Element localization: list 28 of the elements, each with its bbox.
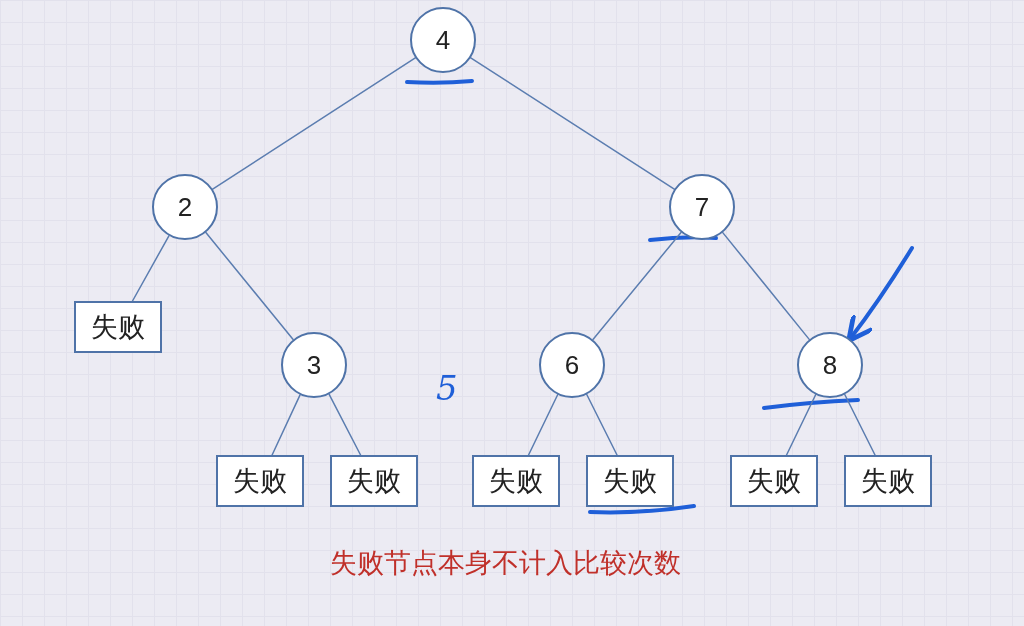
failure-node-box: 失败 <box>472 455 560 507</box>
failure-node-box: 失败 <box>216 455 304 507</box>
tree-node-circle: 7 <box>669 174 735 240</box>
connector-line <box>527 393 559 456</box>
connector-line <box>785 393 817 456</box>
handwritten-number: 5 <box>436 368 458 408</box>
tree-node-circle: 2 <box>152 174 218 240</box>
failure-node-box: 失败 <box>730 455 818 507</box>
tree-node-circle: 6 <box>539 332 605 398</box>
connector-line <box>271 394 301 456</box>
caption: 失败节点本身不计入比较次数 <box>328 546 682 580</box>
arrow <box>846 246 914 344</box>
connector-line <box>131 235 170 302</box>
failure-node-box: 失败 <box>586 455 674 507</box>
tree-node-circle: 3 <box>281 332 347 398</box>
connector-line <box>844 393 876 456</box>
connector-line <box>722 231 810 341</box>
connector-line <box>592 231 682 341</box>
failure-node-box: 失败 <box>844 455 932 507</box>
failure-node-box: 失败 <box>74 301 162 353</box>
tree-node-circle: 8 <box>797 332 863 398</box>
failure-node-box: 失败 <box>330 455 418 507</box>
connector-line <box>586 393 618 456</box>
connector-line <box>211 57 417 190</box>
connector-line <box>470 57 675 190</box>
connector-line <box>205 231 294 341</box>
tree-node-circle: 4 <box>410 7 476 73</box>
connector-line <box>328 393 362 456</box>
